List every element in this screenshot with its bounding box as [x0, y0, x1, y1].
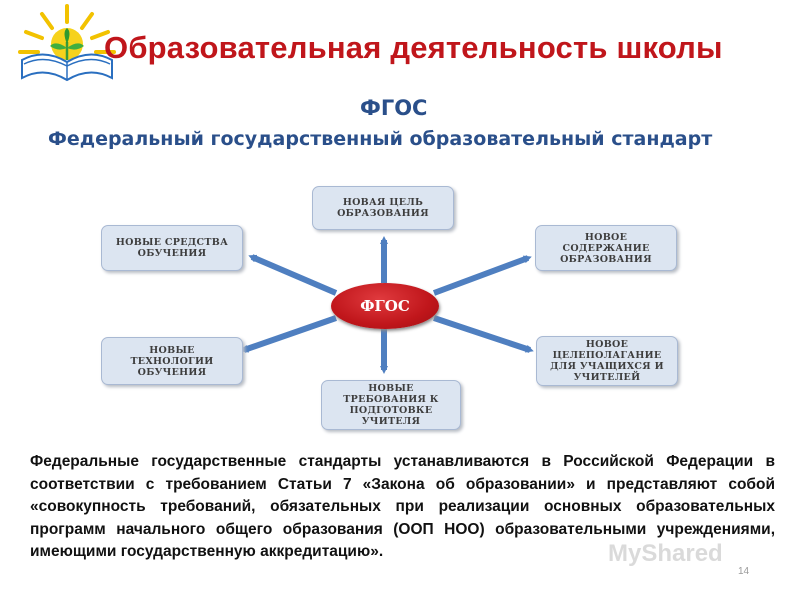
arrow-to-bottom-right: [433, 315, 534, 353]
open-book-icon: [21, 53, 113, 82]
standard-abbreviation: ФГОС: [360, 96, 428, 120]
arrow-to-top-left: [248, 254, 338, 296]
standard-full-name: Федеральный государственный образователь…: [48, 128, 713, 150]
sprout-icon: [50, 28, 84, 60]
node-new-goal: Новая цель образования: [312, 186, 454, 230]
node-new-goal-setting: Новое целеполагание для учащихся и учите…: [536, 336, 678, 386]
node-new-teacher-requirements: Новые требования к подготовке учителя: [321, 380, 461, 430]
fgos-center-node: ФГОС: [331, 283, 439, 329]
description-paragraph: Федеральные государственные стандарты ус…: [30, 453, 775, 560]
school-logo: [18, 4, 116, 82]
slide-number: 14: [738, 566, 750, 577]
node-new-content: Новое содержание образования: [535, 225, 677, 271]
node-new-means: Новые средства обучения: [101, 225, 243, 271]
watermark: MyShared: [608, 540, 723, 567]
arrow-to-top-right: [432, 255, 532, 296]
node-new-technologies: Новые технологии обучения: [101, 337, 243, 385]
arrow-to-bottom-left: [240, 315, 337, 353]
page-title: Образовательная деятельность школы: [104, 30, 723, 65]
